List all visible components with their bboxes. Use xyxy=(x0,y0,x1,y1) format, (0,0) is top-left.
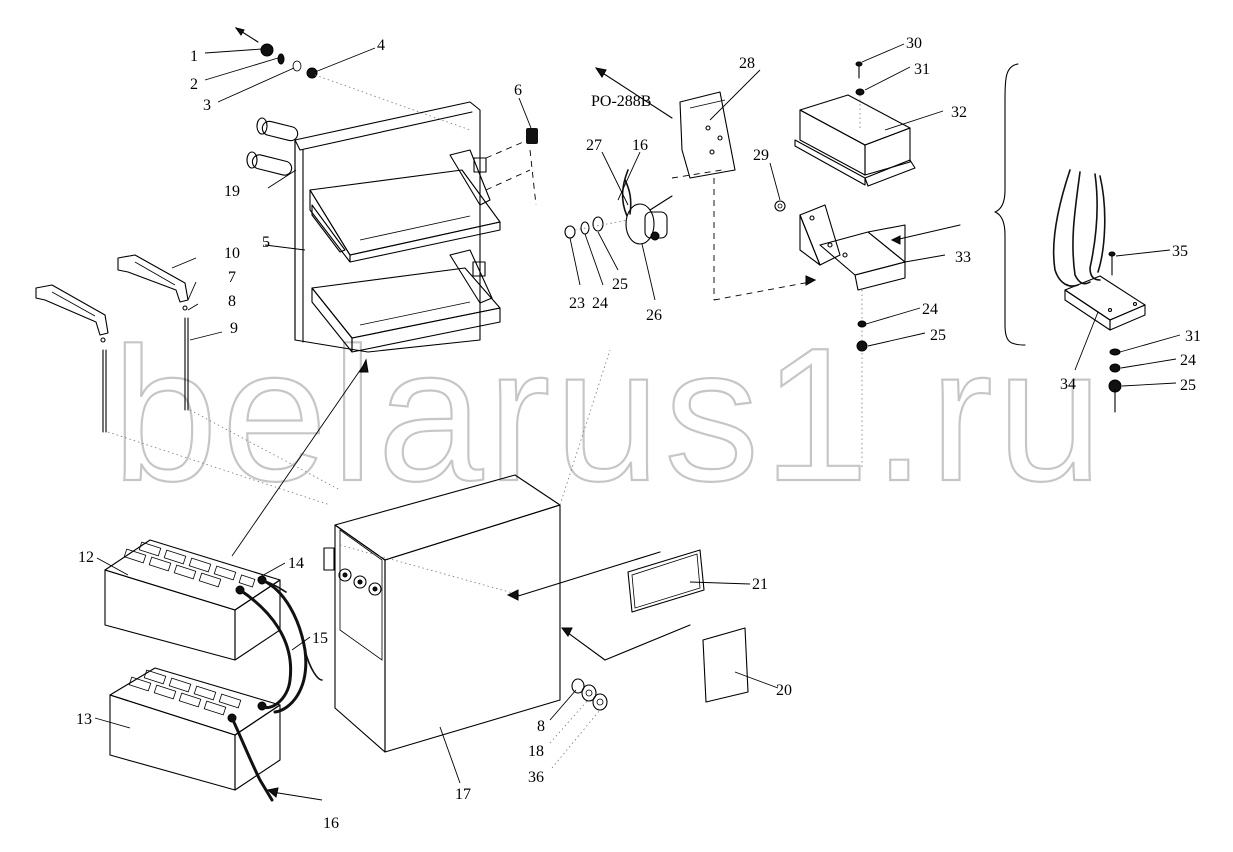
label-4: 4 xyxy=(377,37,385,54)
label-2: 2 xyxy=(190,76,198,93)
label-6: 6 xyxy=(514,82,522,99)
panel-21 xyxy=(627,549,705,613)
label-33: 33 xyxy=(955,249,971,266)
label-1: 1 xyxy=(190,48,198,65)
washer-31-top xyxy=(855,88,865,96)
label-8-box: 8 xyxy=(537,718,545,735)
label-20: 20 xyxy=(776,682,792,699)
label-7: 7 xyxy=(228,269,236,286)
fastener-set-1-4 xyxy=(234,27,471,131)
label-10: 10 xyxy=(224,245,240,262)
callout-labels: PO-288B 1 2 3 4 6 19 5 10 7 8 9 28 27 16… xyxy=(76,35,1201,832)
screw-35 xyxy=(1108,251,1116,276)
label-21: 21 xyxy=(752,576,768,593)
label-5: 5 xyxy=(262,234,270,251)
label-13: 13 xyxy=(76,711,92,728)
label-25-right: 25 xyxy=(1180,377,1196,394)
battery-rack xyxy=(246,101,538,353)
label-28: 28 xyxy=(739,55,755,72)
label-25-mid: 25 xyxy=(930,327,946,344)
label-14: 14 xyxy=(288,555,304,572)
nut-item-6 xyxy=(485,128,538,206)
battery-cables xyxy=(230,578,323,802)
screw-30 xyxy=(855,61,863,79)
nut-29 xyxy=(774,200,786,212)
watermark: belarus1.ru xyxy=(112,309,1107,521)
label-34: 34 xyxy=(1060,376,1076,393)
battery-box xyxy=(323,349,691,753)
label-23: 23 xyxy=(569,295,585,312)
label-32: 32 xyxy=(951,104,967,121)
label-19: 19 xyxy=(224,183,240,200)
label-27: 27 xyxy=(586,137,602,154)
label-31-top: 31 xyxy=(914,61,930,78)
label-9: 9 xyxy=(230,320,238,337)
label-16-top: 16 xyxy=(632,137,648,154)
washers-24-25-mid xyxy=(856,320,868,352)
label-24-right: 24 xyxy=(1180,352,1196,369)
leader-lines xyxy=(94,43,1181,801)
label-17: 17 xyxy=(455,786,471,803)
mass-switch-assembly xyxy=(564,67,817,301)
label-36: 36 xyxy=(528,769,544,786)
label-25-switch: 25 xyxy=(612,276,628,293)
bracket-33 xyxy=(799,204,961,470)
label-26: 26 xyxy=(646,307,662,324)
label-15: 15 xyxy=(312,630,328,647)
reference-code: PO-288B xyxy=(591,93,651,110)
label-31-right: 31 xyxy=(1185,328,1201,345)
terminal-washers xyxy=(571,678,608,711)
control-unit-34 xyxy=(1052,169,1146,331)
label-24-mid: 24 xyxy=(922,301,938,318)
panel-20 xyxy=(702,627,749,703)
battery-clamps xyxy=(35,254,341,506)
label-35: 35 xyxy=(1172,243,1188,260)
label-16-bottom: 16 xyxy=(323,815,339,832)
label-24-switch: 24 xyxy=(592,295,608,312)
label-18: 18 xyxy=(528,743,544,760)
label-29: 29 xyxy=(753,147,769,164)
label-8: 8 xyxy=(228,293,236,310)
label-3: 3 xyxy=(203,97,211,114)
label-12: 12 xyxy=(78,549,94,566)
label-30: 30 xyxy=(906,35,922,52)
relay-cover-32 xyxy=(794,94,916,187)
washers-31-24-25-right xyxy=(1108,348,1122,413)
hinge-pins xyxy=(246,117,299,176)
